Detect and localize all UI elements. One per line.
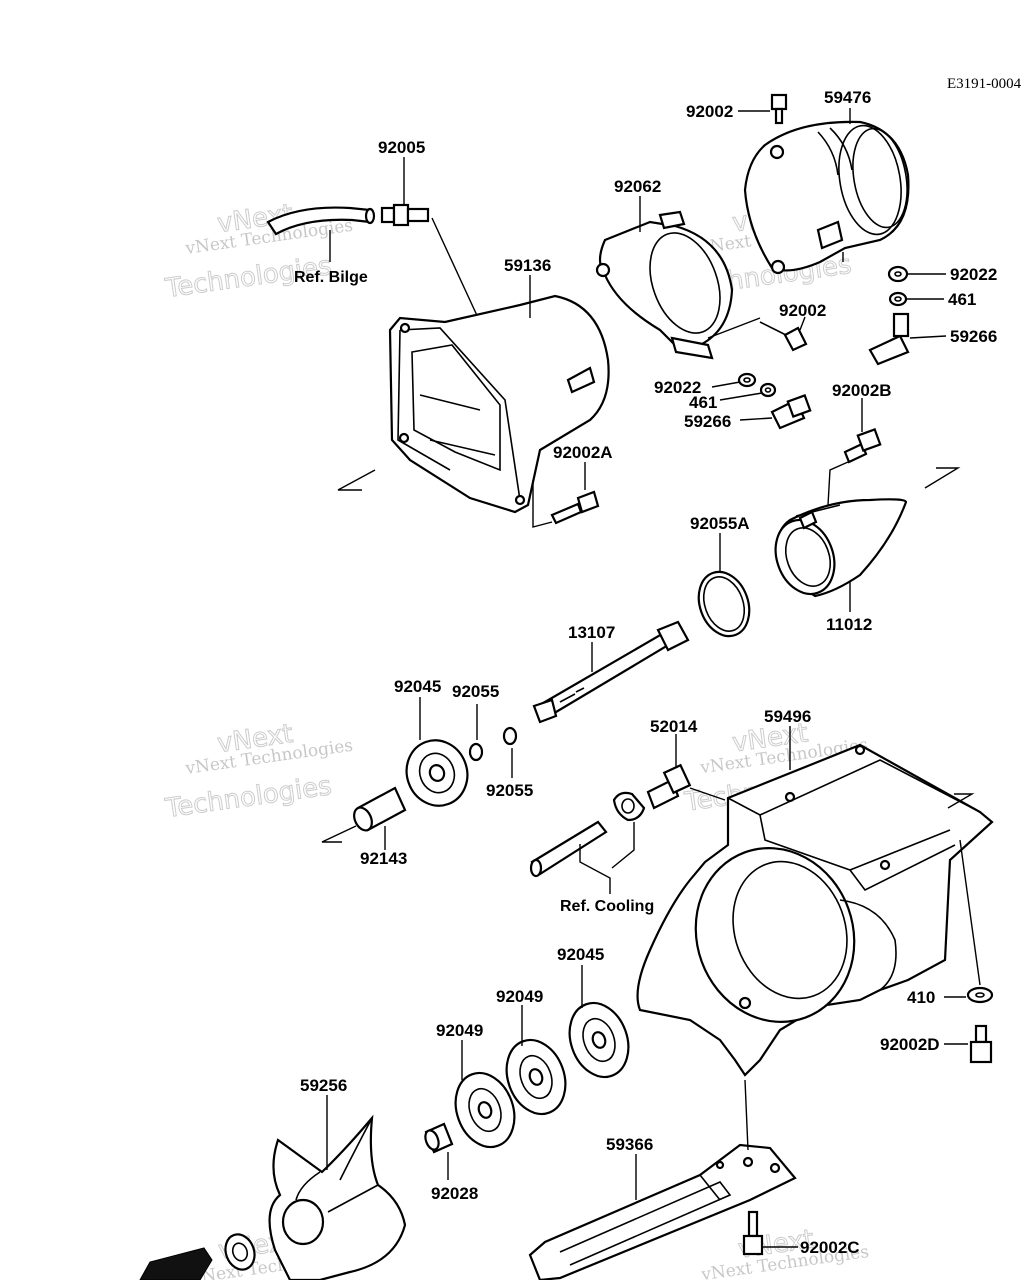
bolt-92002-mid — [759, 321, 808, 352]
washer-461-left — [759, 382, 777, 398]
bearing-92049-upper — [505, 1038, 567, 1116]
ref-cooling-label: Ref. Cooling — [560, 898, 654, 915]
washer-92055-b — [502, 726, 518, 746]
label-11012: 11012 — [826, 615, 872, 634]
label-92002D: 92002D — [880, 1035, 940, 1054]
o-ring-92055A — [697, 570, 751, 638]
label-59266-right: 59266 — [950, 327, 997, 346]
washer-92022-right — [887, 265, 909, 283]
sleeve-92143 — [353, 786, 407, 832]
label-92005: 92005 — [378, 138, 425, 157]
bearing-92049-lower — [454, 1071, 516, 1149]
watermark-3: vNext Technologies vNext Technologies — [162, 718, 354, 824]
leader-92002-mid — [799, 316, 806, 331]
diagram-code: E3191-0004 — [947, 76, 1022, 92]
label-13107: 13107 — [568, 623, 615, 642]
leader-plate-mount — [744, 1079, 749, 1151]
direction-arrow-right — [924, 467, 961, 489]
bearing-92045-lower — [568, 1001, 630, 1079]
label-410: 410 — [907, 988, 935, 1007]
reducer-92062 — [595, 210, 734, 360]
bolt-92002-top — [770, 93, 788, 125]
label-92002A: 92002A — [553, 443, 613, 462]
collar-92028 — [424, 1122, 454, 1154]
label-461-left: 461 — [689, 393, 717, 412]
fitting-52014 — [646, 763, 692, 810]
leader-cooling — [579, 844, 611, 894]
leader-461-left — [719, 392, 763, 401]
bolt-92002C — [742, 1210, 764, 1256]
label-92062: 92062 — [614, 177, 661, 196]
leader-92002A-b — [532, 480, 553, 528]
label-92002B: 92002B — [832, 381, 892, 400]
leader-92002B-b — [827, 461, 849, 506]
leader-92002-mid-line — [707, 317, 761, 339]
leader-410-line — [959, 839, 981, 986]
front-marking — [139, 1247, 213, 1280]
label-92055-b: 92055 — [486, 781, 533, 800]
label-92022-right: 92022 — [950, 265, 997, 284]
fitting-92005 — [380, 203, 430, 227]
bolt-92002B — [843, 427, 882, 464]
washer-92055-a — [468, 742, 484, 762]
washer-410 — [966, 986, 994, 1004]
nipple-59266-right — [868, 312, 910, 366]
seal-bottom — [224, 1233, 256, 1271]
washer-92022-left — [737, 372, 757, 388]
direction-arrow-left — [337, 469, 376, 491]
label-92055A: 92055A — [690, 514, 750, 533]
plate-59366 — [528, 1143, 797, 1280]
cooling-hose — [529, 820, 608, 878]
label-92045-upper: 92045 — [394, 677, 441, 696]
label-92002-top: 92002 — [686, 102, 733, 121]
direction-arrow-left-2 — [321, 825, 357, 843]
label-92028: 92028 — [431, 1184, 478, 1203]
svg-text:Technologies: Technologies — [163, 771, 334, 824]
label-92055-a: 92055 — [452, 682, 499, 701]
label-92002-mid: 92002 — [779, 301, 826, 320]
leader-92005-b — [431, 217, 481, 323]
leader-52014-b — [689, 787, 726, 801]
hose-clamp — [612, 791, 646, 822]
washer-461-right — [888, 291, 908, 307]
label-59136: 59136 — [504, 256, 551, 275]
leader-cooling-b — [611, 822, 635, 869]
cover-59476 — [743, 120, 910, 275]
label-92045-lower: 92045 — [557, 945, 604, 964]
shaft-13107 — [532, 620, 690, 724]
nipple-59266-left — [770, 393, 812, 430]
label-52014: 52014 — [650, 717, 698, 736]
label-59496: 59496 — [764, 707, 811, 726]
label-92022-left: 92022 — [654, 378, 701, 397]
label-59256: 59256 — [300, 1076, 347, 1095]
bearing-92045-upper — [405, 739, 469, 807]
bolt-92002A — [550, 490, 600, 525]
ref-bilge-label: Ref. Bilge — [294, 269, 368, 286]
pump-case-59136 — [388, 294, 610, 514]
label-92049-upper: 92049 — [496, 987, 543, 1006]
direction-arrow-right-2 — [947, 793, 975, 809]
label-92049-lower: 92049 — [436, 1021, 483, 1040]
pump-housing-59496 — [636, 743, 994, 1077]
impeller-59256 — [268, 1114, 407, 1280]
label-59266-left: 59266 — [684, 412, 731, 431]
label-92002C: 92002C — [800, 1238, 860, 1257]
label-59476: 59476 — [824, 88, 871, 107]
label-92143: 92143 — [360, 849, 407, 868]
label-59366: 59366 — [606, 1135, 653, 1154]
leader-59266-left — [739, 417, 773, 421]
leader-59266-right — [909, 335, 947, 339]
leader-92022-left — [711, 381, 741, 388]
bilge-hose — [266, 206, 376, 236]
nozzle-11012 — [774, 498, 908, 598]
bolt-92002D — [969, 1024, 993, 1064]
label-461-right: 461 — [948, 290, 976, 309]
